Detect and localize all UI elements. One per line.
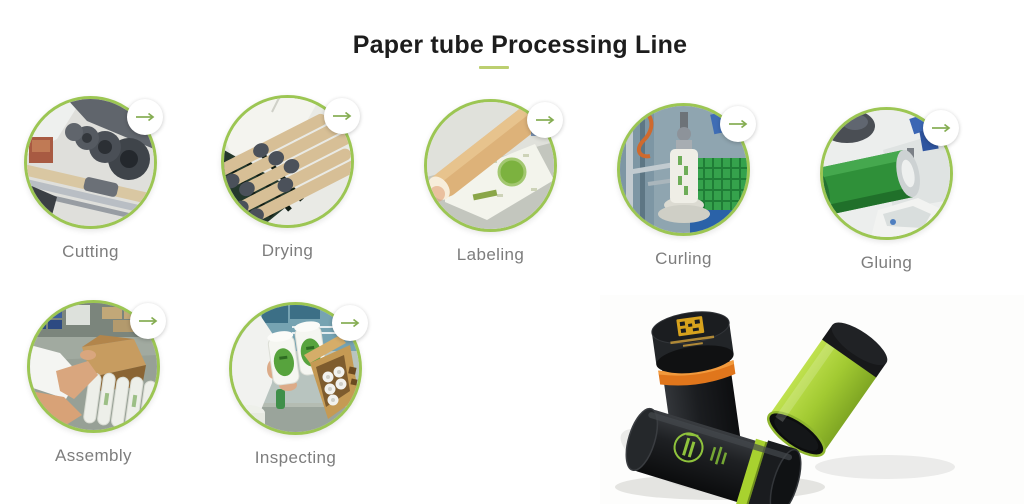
process-step-drying: Drying (221, 95, 360, 267)
paper-tube-product-photo (600, 295, 1024, 504)
arrow-right-icon[interactable] (324, 98, 360, 134)
cutting-machine-illustration (27, 99, 154, 226)
arrow-right-icon[interactable] (720, 106, 756, 142)
step-label: Drying (261, 241, 314, 260)
page-title: Paper tube Processing Line (352, 31, 688, 59)
green-tube-tilted (767, 322, 888, 457)
step-label: Assembly (55, 446, 132, 465)
step-label: Gluing (860, 253, 913, 272)
process-step-assembly: Assembly (27, 300, 166, 472)
step-label: Inspecting (254, 448, 337, 467)
black-tube-upright (651, 311, 743, 472)
process-step-labeling: Labeling (424, 99, 563, 271)
arrow-right-icon[interactable] (130, 303, 166, 339)
arrow-right-icon[interactable] (127, 99, 163, 135)
drying-photo (221, 95, 354, 228)
process-step-inspecting: Inspecting (229, 302, 368, 474)
process-step-curling: Curling (617, 103, 756, 275)
process-step-cutting: Cutting (24, 96, 163, 268)
qr-code (670, 316, 715, 347)
process-step-gluing: Gluing (820, 107, 959, 279)
arrow-right-icon[interactable] (332, 305, 368, 341)
title-underline (479, 66, 509, 69)
feiye-logo (673, 432, 704, 463)
step-label: Cutting (62, 242, 119, 261)
drying-rack-illustration (224, 98, 351, 225)
step-label: Curling (655, 249, 712, 268)
gluing-machine-illustration (823, 110, 950, 237)
green-vertical-text (709, 446, 728, 465)
arrow-right-icon[interactable] (527, 102, 563, 138)
cutting-photo (24, 96, 157, 229)
black-tube-lying (625, 407, 802, 504)
labeling-photo (424, 99, 557, 232)
curling-machine-illustration (620, 106, 747, 233)
arrow-right-icon[interactable] (923, 110, 959, 146)
step-label: Labeling (456, 245, 525, 264)
labeling-illustration (427, 102, 554, 229)
